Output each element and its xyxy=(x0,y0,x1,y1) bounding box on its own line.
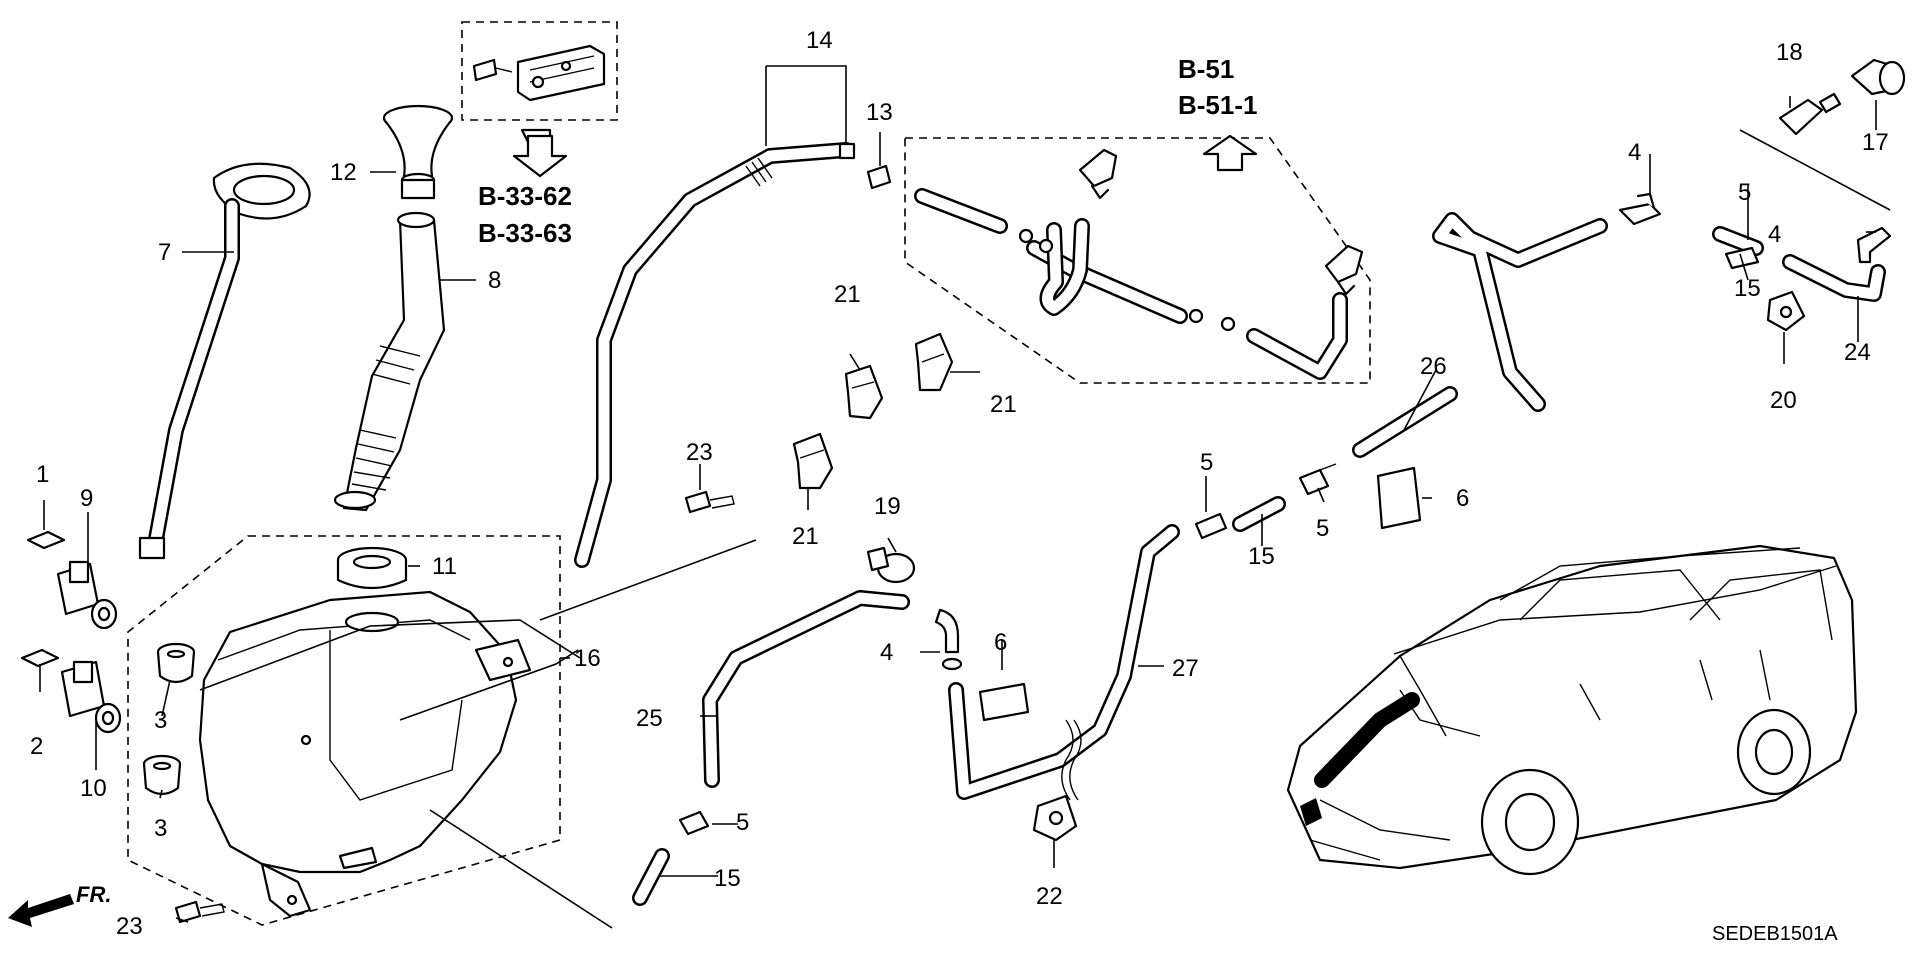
callout-5-d: 5 xyxy=(736,809,749,836)
front-direction-label: FR. xyxy=(76,882,111,907)
washer-pump-10 xyxy=(60,660,122,734)
joint-5-b xyxy=(1298,463,1337,496)
grommet-3b xyxy=(142,754,182,796)
callout-6-a: 6 xyxy=(1456,485,1469,512)
bolt-23b xyxy=(684,490,735,514)
clip-21-a xyxy=(844,364,884,420)
grommet-11 xyxy=(336,546,408,590)
leader-lines xyxy=(39,65,1891,929)
callout-6-b: 6 xyxy=(994,629,1007,656)
callout-27: 27 xyxy=(1172,655,1199,682)
callout-12: 12 xyxy=(330,159,357,186)
joint-18 xyxy=(1778,92,1842,136)
callout-26: 26 xyxy=(1420,353,1447,380)
joint-17 xyxy=(1850,58,1906,96)
cushion-6-a xyxy=(1376,466,1422,530)
callout-3a: 3 xyxy=(154,707,167,734)
fr-arrow-icon xyxy=(8,894,74,927)
joint-4-top xyxy=(1618,192,1662,226)
joint-5-a xyxy=(1194,512,1228,540)
callout-21-c: 21 xyxy=(792,523,819,550)
washer-nozzle-left xyxy=(1078,148,1118,200)
level-gauge-7 xyxy=(138,162,311,560)
callout-15-b: 15 xyxy=(1734,275,1761,302)
callout-15-c: 15 xyxy=(714,865,741,892)
diagram-code: SEDEB1501A xyxy=(1712,923,1838,945)
callout-2: 2 xyxy=(30,733,43,760)
washer-nozzle-right xyxy=(1324,244,1364,296)
callout-20: 20 xyxy=(1770,387,1797,414)
hose-26 xyxy=(1352,212,1608,458)
clip-20 xyxy=(1766,290,1806,332)
ref-label-top-right-2: B-51-1 xyxy=(1178,90,1257,120)
cushion-6-b xyxy=(978,682,1030,722)
plug-19 xyxy=(866,546,916,584)
washer-tank xyxy=(198,590,532,918)
callout-5-b: 5 xyxy=(1316,515,1329,542)
callout-5-a: 5 xyxy=(1200,449,1213,476)
callout-4-right: 4 xyxy=(1768,221,1781,248)
callout-21-b: 21 xyxy=(990,391,1017,418)
seal-2 xyxy=(20,648,60,668)
ref-label-top-left-2: B-33-63 xyxy=(478,218,572,248)
grommet-3a xyxy=(156,642,196,684)
clip-21-b xyxy=(914,332,954,392)
callout-4-top: 4 xyxy=(1628,139,1641,166)
callout-22: 22 xyxy=(1036,883,1063,910)
callout-24: 24 xyxy=(1844,339,1871,366)
callout-11: 11 xyxy=(432,553,457,580)
short-hoses-15 xyxy=(632,226,1764,906)
hose-24 xyxy=(1782,254,1886,302)
nozzle-group-box xyxy=(904,137,1371,384)
clip-21-c xyxy=(792,432,834,490)
washer-pump-9 xyxy=(56,560,118,630)
ref-label-top-left-1: B-33-62 xyxy=(478,181,572,211)
seal-1 xyxy=(26,530,66,550)
callout-5-c: 5 xyxy=(1738,179,1751,206)
filler-neck-8 xyxy=(333,211,446,512)
ref-label-top-right-1: B-51 xyxy=(1178,54,1234,84)
callout-7: 7 xyxy=(158,239,171,266)
callout-23-a: 23 xyxy=(116,913,143,940)
callout-9: 9 xyxy=(80,485,93,512)
hose-25 xyxy=(702,590,910,788)
filler-cap-12 xyxy=(382,104,454,200)
callout-8: 8 xyxy=(488,267,501,294)
callout-10: 10 xyxy=(80,775,107,802)
callout-25: 25 xyxy=(636,705,663,732)
callout-13: 13 xyxy=(866,99,893,126)
callout-21-a: 21 xyxy=(834,281,861,308)
bolt-23a xyxy=(174,900,225,924)
joint-5-d xyxy=(678,810,710,836)
ref-up-arrow-icon xyxy=(1202,134,1258,172)
callout-19: 19 xyxy=(874,493,901,520)
callout-18: 18 xyxy=(1776,39,1803,66)
bracket-group-box xyxy=(461,21,618,121)
nozzle-hoses xyxy=(914,188,1348,380)
callout-17: 17 xyxy=(1862,129,1889,156)
callout-4-center: 4 xyxy=(880,639,893,666)
joint-4-center xyxy=(934,608,963,671)
hose-14 xyxy=(574,142,856,568)
joint-13 xyxy=(866,164,892,190)
mounting-bracket xyxy=(472,44,606,102)
callout-1: 1 xyxy=(36,461,49,488)
callout-14: 14 xyxy=(806,27,833,54)
hose-27 xyxy=(948,524,1180,801)
car-illustration xyxy=(1286,544,1858,876)
callout-16: 16 xyxy=(574,645,601,672)
clip-22 xyxy=(1032,794,1078,842)
callout-3b: 3 xyxy=(154,815,167,842)
tank-group-box xyxy=(127,535,561,926)
callout-15-a: 15 xyxy=(1248,543,1275,570)
callout-23-b: 23 xyxy=(686,439,713,466)
ref-down-arrow-icon xyxy=(512,134,568,178)
joint-4-right xyxy=(1856,226,1892,264)
